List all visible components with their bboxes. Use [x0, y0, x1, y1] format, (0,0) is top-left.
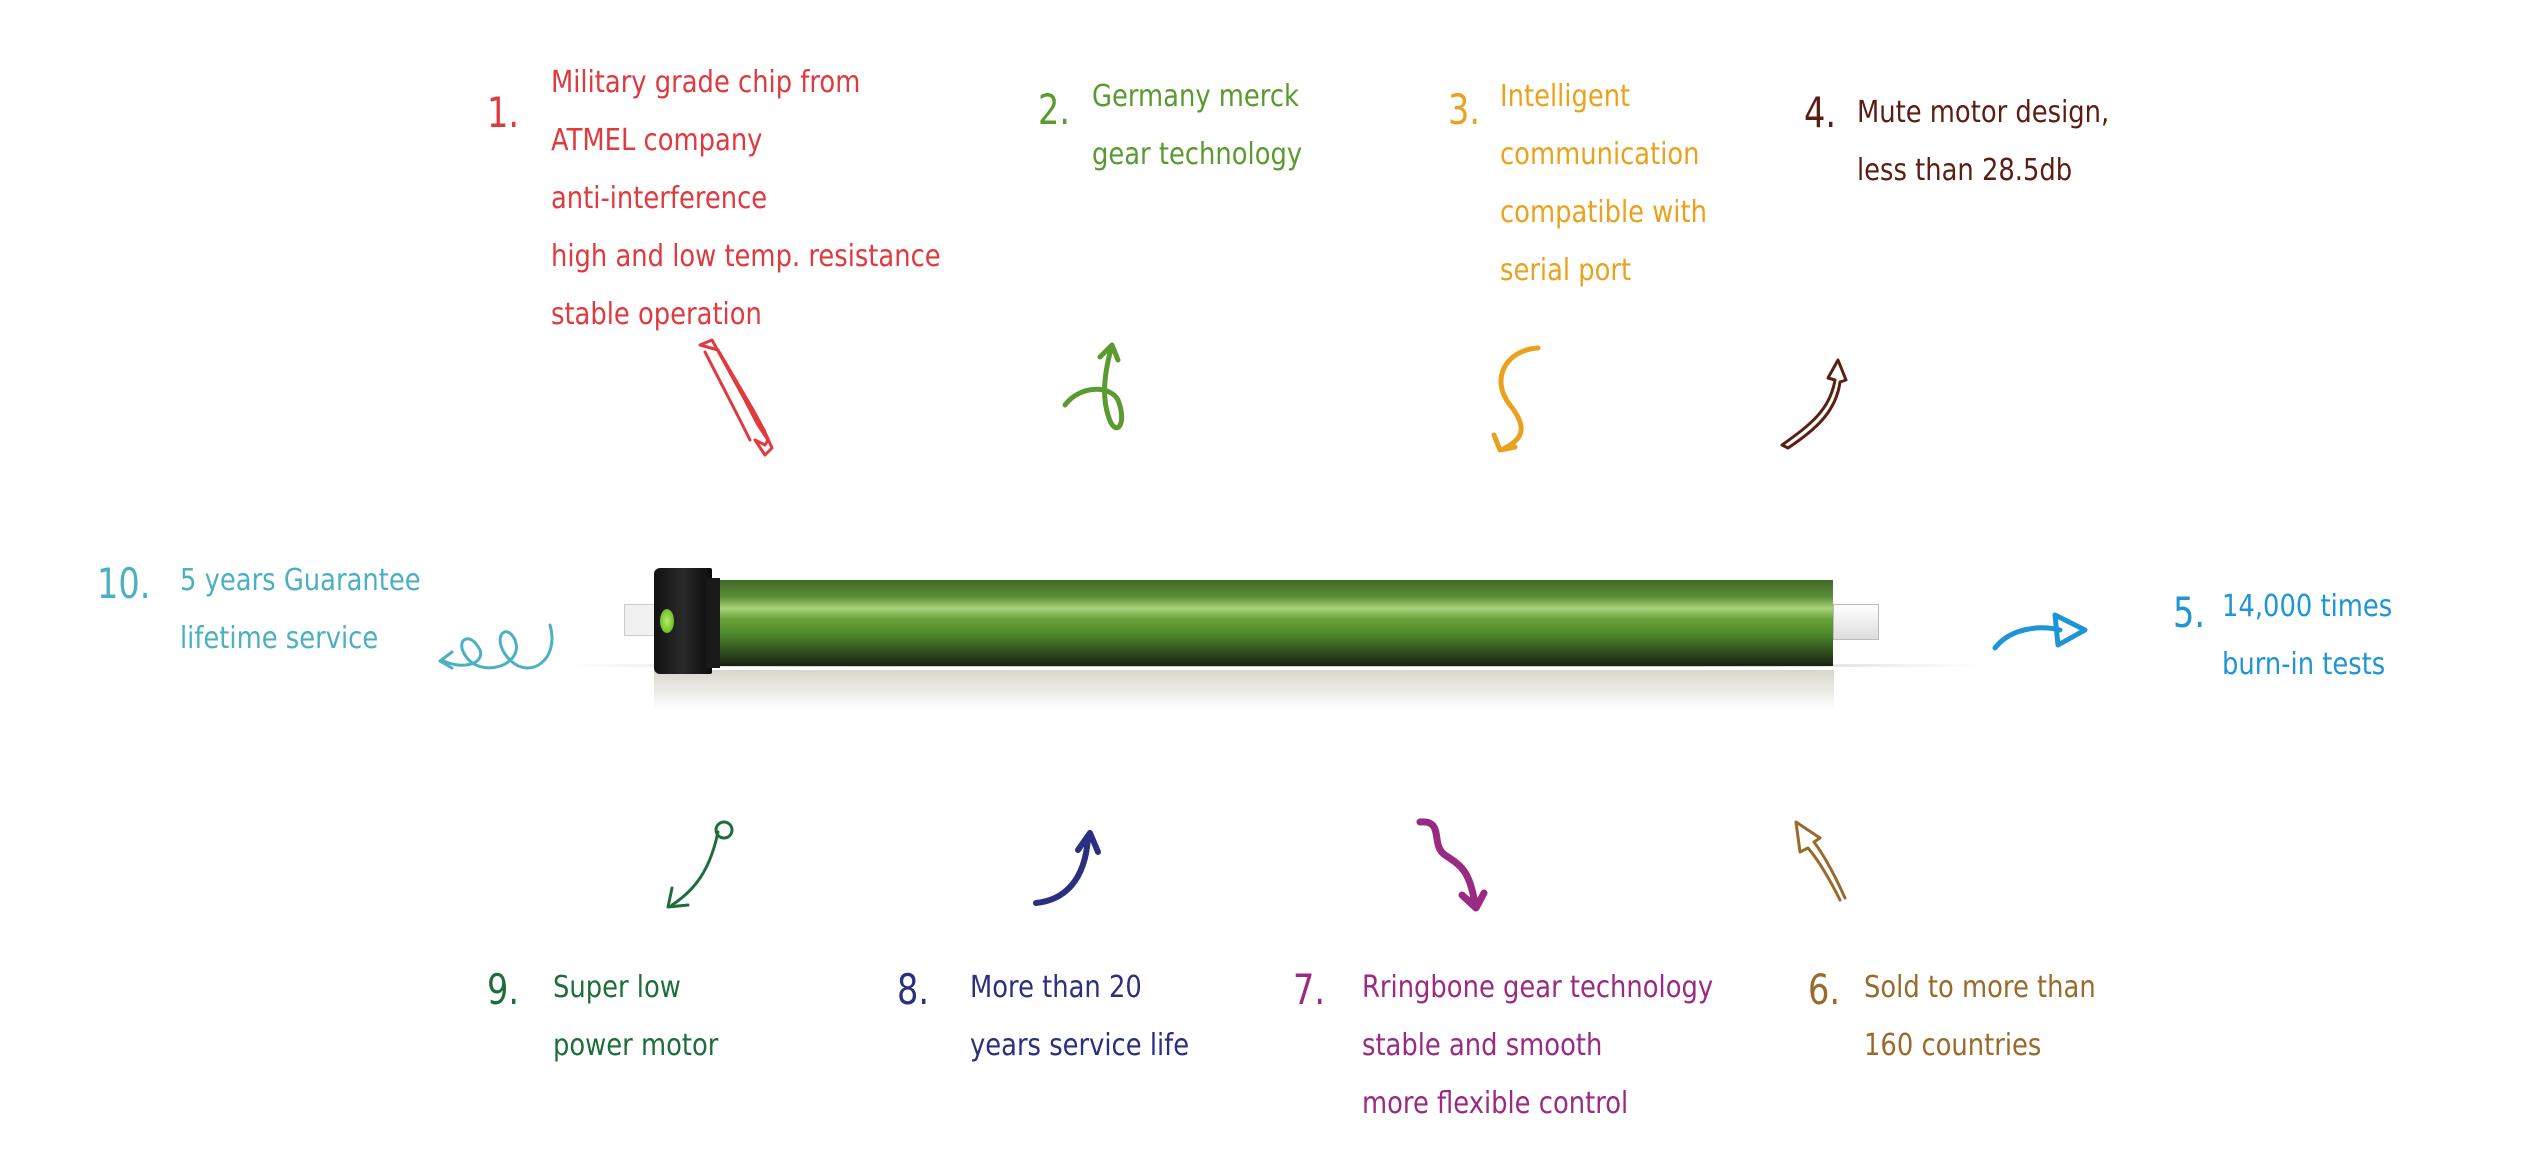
feature-text: Germany merck gear technology	[1092, 68, 1302, 184]
feature-line: Intelligent	[1500, 79, 1631, 114]
feature-line: Military grade chip from	[551, 65, 861, 100]
feature-line: anti-interference	[551, 181, 768, 216]
feature-line: burn-in tests	[2222, 647, 2386, 682]
feature-line: more flexible control	[1362, 1086, 1629, 1121]
arrow-6-icon	[1794, 820, 1847, 902]
feature-line: ATMEL company	[551, 123, 763, 158]
motor-tube	[717, 580, 1833, 666]
arrow-3-icon	[1491, 345, 1541, 453]
feature-number: 5.	[2173, 588, 2206, 637]
arrow-1-icon	[698, 338, 774, 457]
feature-line: Sold to more than	[1864, 970, 2096, 1005]
feature-line: less than 28.5db	[1857, 153, 2073, 188]
feature-line: Rringbone gear technology	[1362, 970, 1714, 1005]
feature-line: stable operation	[551, 297, 762, 332]
arrow-9-icon	[666, 830, 720, 909]
feature-line: lifetime service	[180, 621, 379, 656]
arrow-5-icon	[1992, 612, 2088, 651]
motor-drive-shaft	[1833, 604, 1879, 640]
feature-line: 160 countries	[1864, 1028, 2042, 1063]
motor-reflection	[654, 670, 1834, 710]
feature-line: serial port	[1500, 253, 1632, 288]
feature-text: More than 20 years service life	[970, 959, 1189, 1075]
feature-text: Mute motor design, less than 28.5db	[1857, 84, 2109, 200]
feature-line: gear technology	[1092, 137, 1303, 172]
feature-number: 1.	[487, 88, 520, 137]
feature-text: 14,000 times burn-in tests	[2222, 578, 2392, 694]
feature-text: 5 years Guarantee lifetime service	[180, 552, 421, 668]
feature-line: high and low temp. resistance	[551, 239, 941, 274]
feature-text: Rringbone gear technology stable and smo…	[1362, 959, 1713, 1133]
feature-line: power motor	[553, 1028, 719, 1063]
arrow-8-icon	[1033, 830, 1101, 906]
feature-number: 8.	[897, 965, 930, 1014]
feature-number: 2.	[1038, 85, 1071, 134]
feature-line: Germany merck	[1092, 79, 1299, 114]
feature-text: Super low power motor	[553, 959, 718, 1075]
feature-text: Intelligent communication compatible wit…	[1500, 68, 1707, 300]
feature-text: Sold to more than 160 countries	[1864, 959, 2096, 1075]
feature-number: 3.	[1448, 85, 1481, 134]
feature-number: 7.	[1293, 965, 1326, 1014]
arrow-10-icon	[438, 623, 554, 670]
feature-number: 4.	[1804, 88, 1837, 137]
arrow-7-icon	[1416, 818, 1488, 912]
feature-line: 14,000 times	[2222, 589, 2393, 624]
feature-line: 5 years Guarantee	[180, 563, 421, 598]
feature-text: Military grade chip from ATMEL company a…	[551, 54, 941, 344]
arrow-9-knob-icon	[714, 820, 734, 840]
feature-line: years service life	[970, 1028, 1190, 1063]
arrow-2-icon	[1062, 342, 1125, 431]
motor-mount-tab	[624, 604, 656, 636]
feature-line: communication	[1500, 137, 1700, 172]
feature-number: 6.	[1808, 965, 1841, 1014]
feature-number: 9.	[487, 965, 520, 1014]
motor-led-indicator	[660, 609, 674, 633]
feature-line: stable and smooth	[1362, 1028, 1603, 1063]
feature-line: compatible with	[1500, 195, 1707, 230]
feature-line: Mute motor design,	[1857, 95, 2110, 130]
feature-line: Super low	[553, 970, 681, 1005]
feature-number: 10.	[97, 559, 151, 608]
arrow-4-icon	[1780, 358, 1848, 450]
motor-head-ring	[706, 578, 720, 668]
feature-line: More than 20	[970, 970, 1142, 1005]
